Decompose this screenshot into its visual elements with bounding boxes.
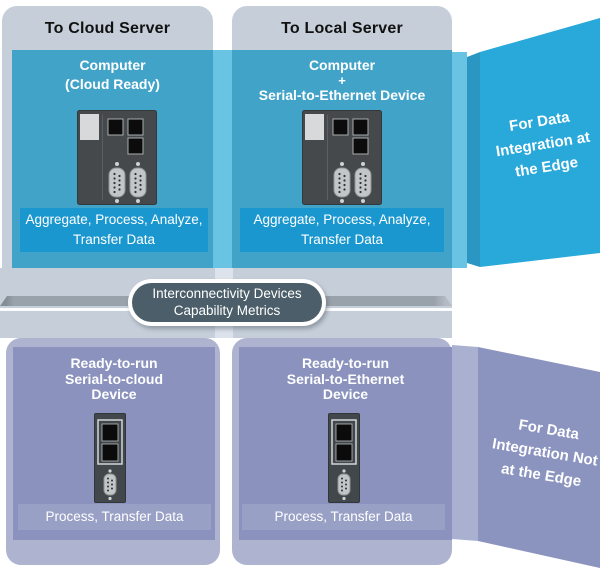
serial-gateway-device-icon	[94, 413, 126, 503]
serial-gateway-device-icon	[328, 413, 360, 503]
non-edge-banner-shape	[452, 345, 600, 568]
top-banner-gap-strip	[452, 52, 467, 268]
edge-banner-shape	[467, 18, 600, 267]
serial-to-ethernet-capability-label: Process, Transfer Data	[242, 504, 445, 530]
industrial-computer-icon	[302, 110, 382, 205]
industrial-computer-icon	[77, 110, 157, 205]
local-server-header: To Local Server	[281, 20, 403, 37]
cloud-ready-computer-title: Computer (Cloud Ready)	[65, 57, 160, 92]
computer-plus-gateway-title: Computer + Serial-to-Ethernet Device	[258, 57, 426, 103]
local-capability-label: Aggregate, Process, Analyze, Transfer Da…	[240, 208, 444, 252]
cloud-server-header: To Cloud Server	[44, 20, 171, 37]
top-panel-gap-strip	[213, 50, 232, 268]
serial-to-cloud-capability-label: Process, Transfer Data	[18, 504, 211, 530]
cloud-capability-label: Aggregate, Process, Analyze, Transfer Da…	[20, 208, 208, 252]
capability-metrics-pill: Interconnectivity Devices Capability Met…	[132, 283, 322, 322]
serial-to-cloud-title: Ready-to-run Serial-to-cloud Device	[64, 355, 163, 402]
serial-to-ethernet-title: Ready-to-run Serial-to-Ethernet Device	[286, 355, 405, 402]
